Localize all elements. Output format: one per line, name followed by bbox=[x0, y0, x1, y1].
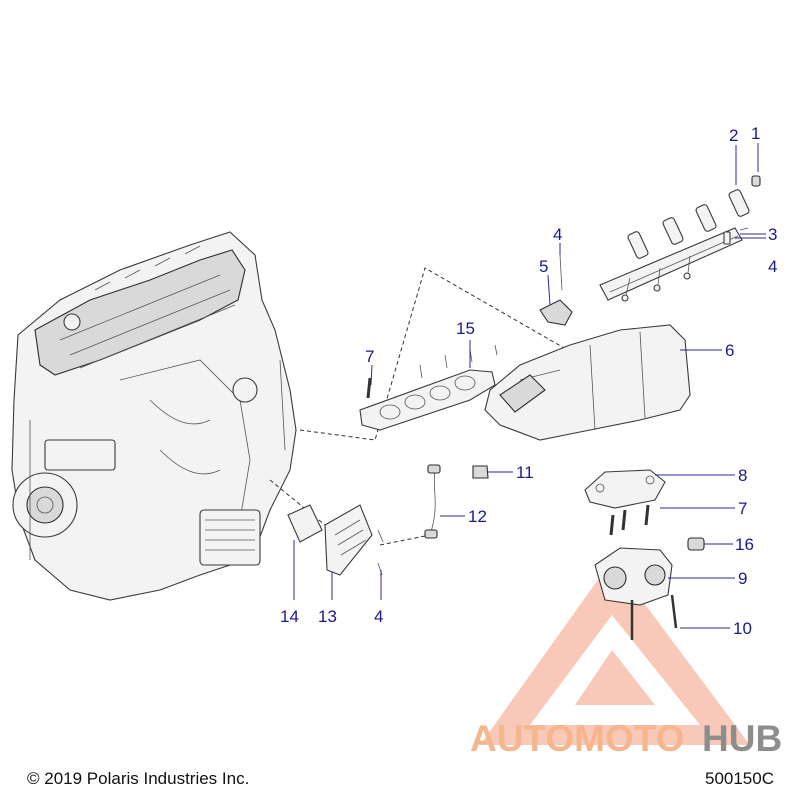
callout-4-cover-bolt: 4 bbox=[374, 607, 383, 626]
callout-13: 13 bbox=[318, 607, 337, 626]
watermark-triangle-inner bbox=[530, 615, 700, 725]
callout-5: 5 bbox=[539, 257, 548, 276]
callout-7-right: 7 bbox=[738, 499, 747, 518]
housing-bolts bbox=[609, 504, 650, 536]
callout-7-left: 7 bbox=[365, 347, 374, 366]
callout-3: 3 bbox=[768, 225, 777, 244]
callout-12: 12 bbox=[468, 507, 487, 526]
fuel-rail-assembly bbox=[599, 175, 761, 302]
fuel-injector bbox=[627, 189, 750, 259]
callout-16: 16 bbox=[735, 535, 754, 554]
callouts: 1 2 3 4 4 4 5 6 7 7 8 9 10 11 12 13 14 bbox=[280, 124, 777, 638]
callout-2: 2 bbox=[729, 126, 738, 145]
copyright-notice: © 2019 Polaris Industries Inc. bbox=[27, 769, 250, 788]
rail-bolts bbox=[621, 255, 691, 302]
callout-10: 10 bbox=[733, 619, 752, 638]
engine-block bbox=[11, 231, 297, 601]
drawing-number: 500150C bbox=[704, 769, 774, 788]
exhaust-gasket bbox=[359, 344, 498, 431]
callout-11: 11 bbox=[516, 463, 534, 482]
fitting bbox=[472, 465, 489, 479]
sensor-part bbox=[539, 254, 573, 326]
callout-4-rail-stud: 4 bbox=[553, 225, 562, 244]
long-bolts bbox=[630, 594, 678, 640]
watermark-triangle-core bbox=[575, 650, 655, 705]
watermark-text-hub: HUB bbox=[702, 718, 782, 759]
watermark-text-automoto: AUTOMOTO bbox=[470, 718, 684, 759]
callout-4-rail-bolt: 4 bbox=[768, 257, 777, 276]
cover-plate bbox=[324, 504, 384, 576]
automotohub-watermark: AUTOMOTO HUB bbox=[470, 560, 782, 759]
manifold-heat-shield bbox=[484, 324, 691, 441]
coolant-hose bbox=[424, 464, 441, 539]
thermostat-housing bbox=[594, 547, 673, 606]
callout-8: 8 bbox=[738, 466, 747, 485]
callout-6: 6 bbox=[725, 341, 734, 360]
stud bbox=[366, 377, 372, 399]
dashed-assembly-boundary bbox=[299, 267, 586, 441]
callout-14: 14 bbox=[280, 607, 299, 626]
callout-15: 15 bbox=[456, 319, 475, 338]
cover-gasket bbox=[287, 504, 323, 543]
dashed-link-hose bbox=[379, 534, 431, 546]
callout-9: 9 bbox=[738, 569, 747, 588]
plug bbox=[687, 537, 705, 551]
callout-1: 1 bbox=[751, 124, 760, 143]
thermostat-cover bbox=[584, 469, 666, 509]
